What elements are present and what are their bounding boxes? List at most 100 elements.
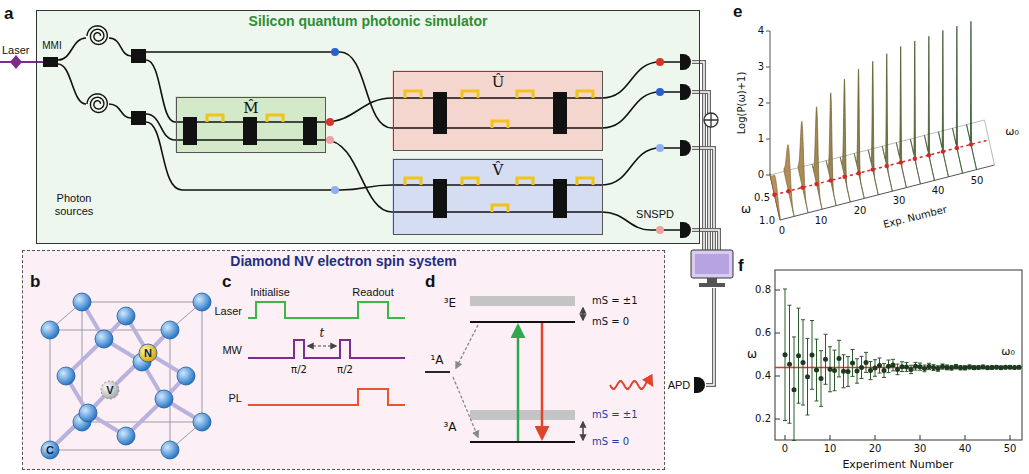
estimate-point	[891, 363, 896, 368]
estimate-point	[972, 365, 977, 370]
panel-letter: b	[30, 272, 40, 292]
axis-tick: 20	[869, 443, 882, 455]
panel-letter: c	[222, 272, 231, 292]
operator-label: V̂	[493, 162, 504, 179]
estimate-point	[981, 364, 986, 369]
true-value-dot	[786, 189, 790, 193]
estimate-point	[805, 374, 810, 379]
axis-tick: 20	[854, 205, 867, 217]
atom-label: N	[144, 347, 152, 360]
unit-cell-edge	[82, 302, 202, 303]
estimate-point	[963, 365, 968, 370]
axis-tick: 0.5	[754, 192, 770, 204]
estimate-point	[868, 368, 873, 373]
error-bar-cap	[828, 347, 832, 392]
carbon-atom	[41, 441, 59, 459]
phase-shifter	[517, 178, 533, 185]
laser-source	[10, 55, 22, 69]
error-bar-cap	[923, 365, 927, 372]
estimate-point	[945, 365, 950, 370]
waveguide	[325, 98, 392, 122]
axis-tick: 50	[1004, 443, 1017, 455]
estimate-point	[846, 369, 851, 374]
pulse-label: π/2	[291, 364, 307, 376]
carbon-atom	[79, 404, 97, 422]
axis-tick: 40	[959, 443, 972, 455]
phase-shifter	[577, 178, 593, 185]
detector	[680, 222, 691, 238]
estimate-point	[864, 360, 869, 365]
axis-tick-mark	[766, 31, 770, 32]
probability-curve	[924, 36, 934, 180]
estimate-point	[985, 365, 990, 370]
detector	[680, 54, 691, 70]
probability-curve	[840, 79, 850, 202]
spin-label: mS = 0	[592, 436, 629, 448]
axis-tick-mark	[965, 435, 966, 440]
error-bar-cap	[954, 364, 958, 368]
error-bar-cap	[959, 366, 963, 370]
estimate-point	[999, 365, 1004, 370]
estimate-point	[810, 352, 815, 357]
unitary-block: M̂	[176, 97, 326, 153]
error-bar-cap	[896, 364, 900, 375]
phase-shifter	[462, 91, 478, 98]
estimate-point	[859, 365, 864, 370]
error-bar-cap	[855, 359, 859, 383]
estimate-point	[990, 365, 995, 370]
error-bar-cap	[815, 339, 819, 401]
waveguide	[392, 127, 602, 129]
waveguide	[146, 114, 175, 140]
error-bar-cap	[995, 366, 999, 369]
error-bar-cap	[833, 350, 837, 391]
unit-cell-edge	[202, 302, 203, 422]
waveguide	[109, 104, 131, 118]
detector	[694, 377, 705, 393]
axis-tick: 0.6	[755, 327, 771, 339]
error-bar-cap	[797, 308, 801, 403]
error-bar-cap	[891, 359, 895, 371]
intersystem-crossing	[453, 377, 478, 437]
error-bar-cap	[986, 366, 990, 369]
estimate-point	[801, 360, 806, 365]
panel-fill	[22, 250, 665, 470]
error-bar-cap	[932, 365, 936, 371]
spin-level	[470, 321, 575, 323]
estimate-point	[841, 369, 846, 374]
error-bar-cap	[950, 365, 954, 370]
error-bar-cap	[914, 362, 918, 370]
state-label: ³E	[444, 297, 456, 311]
error-bar-cap	[851, 349, 855, 376]
estimate-point	[787, 362, 792, 367]
waveguide	[392, 97, 602, 99]
phase-shifter	[462, 178, 478, 185]
estimate-point	[850, 360, 855, 365]
error-bar-cap	[869, 361, 873, 379]
carbon-atom	[155, 390, 173, 408]
operator-label: M̂	[243, 100, 258, 117]
error-bar-cap	[837, 340, 841, 377]
unit-cell-edge	[50, 450, 170, 451]
mmi-coupler	[553, 179, 567, 218]
estimate-point	[967, 364, 972, 369]
chip-panel: Silicon quantum photonic simulatorM̂ÛV̂	[36, 10, 700, 244]
waveguide	[392, 184, 602, 186]
probability-curve	[784, 145, 794, 217]
photon-dot	[656, 144, 664, 152]
intersystem-crossing	[456, 325, 478, 368]
error-bar-cap	[977, 366, 981, 370]
estimate-point	[837, 356, 842, 361]
error-bar-cap	[806, 338, 810, 415]
waveguide	[602, 148, 680, 185]
estimate-point	[814, 368, 819, 373]
true-value-dot	[885, 164, 889, 168]
panel-fill	[175, 96, 325, 152]
probability-curve	[910, 41, 920, 184]
nitrogen-atom	[139, 344, 157, 362]
error-bar-cap	[788, 305, 792, 423]
probability-curve	[953, 26, 963, 173]
axis-tick: 0.8	[755, 284, 771, 296]
detector	[680, 84, 691, 100]
error-bar-cap	[873, 360, 877, 377]
carbon-atom	[41, 321, 59, 339]
